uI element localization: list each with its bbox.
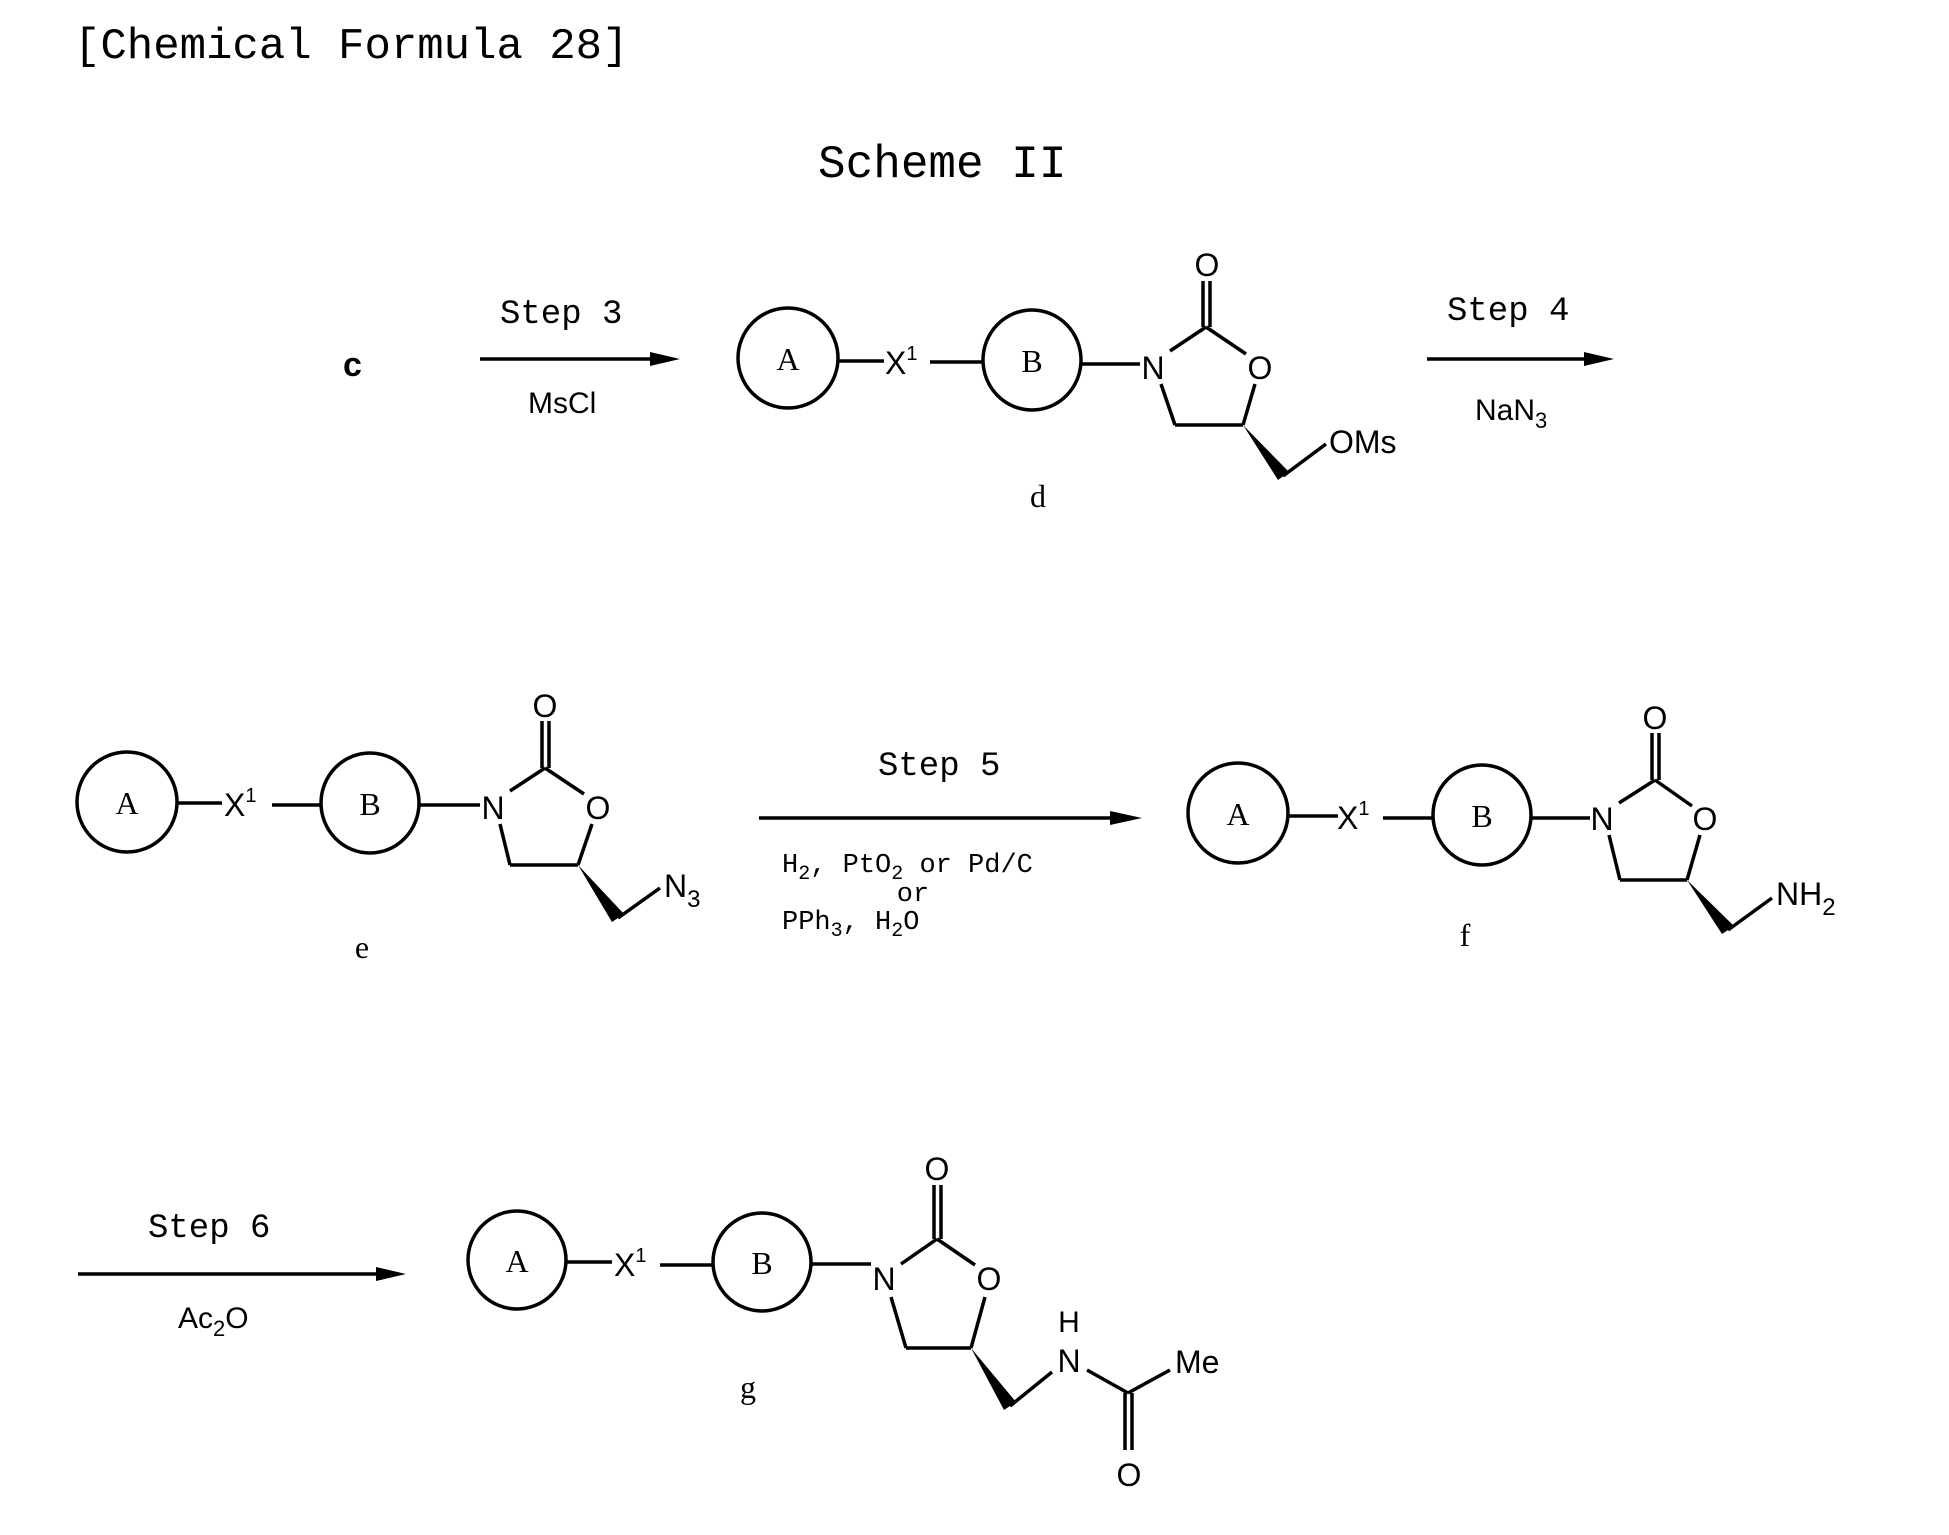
ring-oxygen: O (1693, 801, 1718, 837)
carbonyl-oxygen: O (925, 1151, 950, 1187)
carbonyl-oxygen: O (1643, 700, 1668, 736)
linker-x: X1 (1337, 798, 1369, 836)
step-6-reagent: Ac2O (178, 1302, 249, 1341)
methyl-group: Me (1175, 1344, 1219, 1380)
ring-nitrogen: N (872, 1261, 895, 1297)
ring-b-circle (981, 308, 1083, 412)
step-3-reagent: MsCl (528, 387, 596, 420)
compound-g: A X1 B N O O H N Me O g (466, 1151, 1219, 1493)
step-4-reagent: NaN3 (1475, 394, 1547, 433)
ring-oxygen: O (586, 790, 611, 826)
step-5-condition-line-1: H2, PtO2 or Pd/C (782, 851, 1033, 886)
compound-label-e: e (355, 929, 369, 965)
ring-b-circle (319, 751, 421, 855)
ring-nitrogen: N (1141, 350, 1164, 386)
step-5-condition-line-2: or (897, 880, 929, 910)
ring-nitrogen: N (481, 790, 504, 826)
ring-a-circle (466, 1209, 568, 1311)
starting-material-c: c (343, 346, 362, 384)
step-5-condition-line-3: PPh3, H2O (782, 908, 919, 943)
carbonyl-oxygen: O (1195, 247, 1220, 283)
wedge-bond (1687, 880, 1734, 934)
ring-b-circle (711, 1211, 813, 1313)
ring-a-label: A (505, 1243, 528, 1279)
substituent-amine: NH2 (1776, 876, 1836, 921)
arrowhead-icon (1584, 352, 1614, 366)
amide-hydrogen: H (1058, 1306, 1080, 1339)
step-3-arrow: Step 3 MsCl (480, 296, 680, 420)
wedge-bond (1243, 425, 1289, 480)
ring-a-circle (1186, 761, 1290, 865)
amide-nitrogen: N (1057, 1343, 1080, 1379)
ring-a-label: A (776, 341, 799, 377)
compound-e: A X1 B N O O N3 e (75, 688, 700, 965)
scheme-title: Scheme II (818, 139, 1066, 191)
substituent-azide: N3 (664, 868, 700, 913)
substituent-oms: OMs (1329, 424, 1397, 460)
ring-b-circle (1431, 763, 1533, 867)
step-3-label: Step 3 (500, 296, 622, 334)
arrowhead-icon (1110, 811, 1142, 825)
step-6-label: Step 6 (148, 1210, 270, 1248)
wedge-bond (578, 865, 624, 922)
ring-b-label: B (359, 786, 380, 822)
linker-x: X1 (885, 343, 917, 381)
amide-carbonyl-oxygen: O (1117, 1457, 1142, 1493)
step-4-arrow: Step 4 NaN3 (1427, 293, 1614, 433)
step-6-arrow: Step 6 Ac2O (78, 1210, 406, 1341)
linker-x: X1 (614, 1245, 646, 1283)
compound-label-g: g (740, 1369, 756, 1405)
ring-a-label: A (115, 785, 138, 821)
step-4-label: Step 4 (1447, 293, 1569, 331)
compound-d: A X1 B N O O OMs d (736, 247, 1397, 514)
step-5-label: Step 5 (878, 748, 1000, 786)
compound-label-f: f (1460, 917, 1471, 953)
ring-b-label: B (751, 1245, 772, 1281)
wedge-bond (971, 1348, 1016, 1410)
step-5-arrow: Step 5 H2, PtO2 or Pd/C or PPh3, H2O (759, 748, 1142, 943)
arrowhead-icon (650, 352, 680, 366)
ring-b-label: B (1471, 798, 1492, 834)
formula-label: [Chemical Formula 28] (74, 22, 629, 72)
ring-a-circle (736, 306, 840, 410)
compound-f: A X1 B N O O NH2 f (1186, 700, 1836, 953)
arrowhead-icon (376, 1267, 406, 1281)
linker-x: X1 (224, 785, 256, 823)
ring-oxygen: O (977, 1261, 1002, 1297)
ring-b-label: B (1021, 343, 1042, 379)
ring-oxygen: O (1248, 350, 1273, 386)
compound-label-d: d (1030, 478, 1046, 514)
ring-nitrogen: N (1590, 801, 1613, 837)
carbonyl-oxygen: O (533, 688, 558, 724)
ring-a-label: A (1226, 796, 1249, 832)
